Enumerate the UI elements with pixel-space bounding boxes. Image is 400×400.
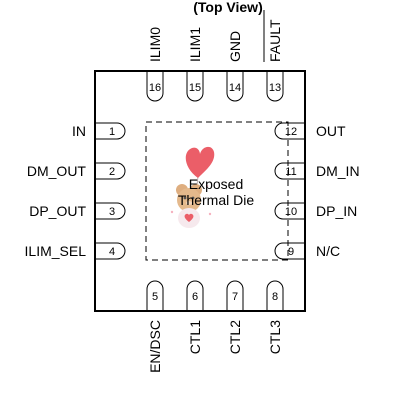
pin-pad <box>96 242 126 260</box>
pin-pad <box>96 122 126 140</box>
pin-pad <box>186 72 204 102</box>
pin-pad <box>186 280 204 310</box>
pin-pad <box>96 202 126 220</box>
pin-number: 16 <box>149 82 161 94</box>
pin-number: 6 <box>192 291 198 303</box>
pin-3: 3 DP_OUT <box>29 202 126 220</box>
pin-4: 4 ILIM_SEL <box>25 242 126 260</box>
pin-number: 1 <box>109 126 115 138</box>
view-label: (Top View) <box>193 0 262 15</box>
pin-name: OUT <box>316 123 346 139</box>
pin-number: 13 <box>269 82 281 94</box>
pin-name: GND <box>227 31 243 62</box>
pin-15: 15 ILIM1 <box>186 27 204 102</box>
pin-12: 12 OUT <box>274 122 346 140</box>
pin-number: 12 <box>285 126 297 138</box>
pin-name: CTL3 <box>267 320 283 354</box>
pin-1: 1 IN <box>72 122 126 140</box>
pin-name: DP_OUT <box>29 203 86 219</box>
pin-10: 10 DP_IN <box>274 202 357 220</box>
exposed-thermal-pad <box>145 121 289 261</box>
pin-pad <box>266 280 284 310</box>
pin-6: 6 CTL1 <box>186 280 204 354</box>
pin-pad <box>146 280 164 310</box>
pin-pad <box>274 122 304 140</box>
pin-number: 14 <box>229 82 241 94</box>
pin-7: 7 CTL2 <box>226 280 244 354</box>
pin-name: DM_OUT <box>27 163 87 179</box>
pin-pad <box>146 72 164 102</box>
pin-number: 9 <box>288 246 294 258</box>
pin-pad <box>274 202 304 220</box>
pin-pad <box>96 162 126 180</box>
exposed-pad-label-line-1: Exposed <box>189 176 243 192</box>
pin-name: ILIM1 <box>187 27 203 62</box>
pin-13: 13 FAULT <box>263 10 284 102</box>
pin-number: 4 <box>109 246 115 258</box>
pin-pad <box>266 72 284 102</box>
pin-pad <box>226 72 244 102</box>
pin-5: 5 EN/DSC <box>146 280 164 373</box>
pin-number: 5 <box>152 291 158 303</box>
pin-9: 9 N/C <box>274 242 340 260</box>
pin-2: 2 DM_OUT <box>27 162 126 180</box>
pin-11: 11 DM_IN <box>274 162 360 180</box>
pin-number: 3 <box>109 206 115 218</box>
pin-name: EN/DSC <box>147 320 163 373</box>
pin-pad <box>274 162 304 180</box>
package-outline <box>94 70 306 312</box>
pin-number: 8 <box>272 291 278 303</box>
pin-8: 8 CTL3 <box>266 280 284 354</box>
teddy-bear-with-heart-balloon-icon <box>170 146 215 228</box>
exposed-pad-label-line-2: Thermal Die <box>178 192 254 208</box>
pin-number: 11 <box>285 166 296 178</box>
pin-name: N/C <box>316 243 340 259</box>
pin-number: 7 <box>232 291 238 303</box>
pin-name: FAULT <box>267 19 283 62</box>
pin-name: ILIM0 <box>147 27 163 62</box>
pin-name: CTL2 <box>227 320 243 354</box>
pin-name: DP_IN <box>316 203 357 219</box>
pin-16: 16 ILIM0 <box>146 27 164 102</box>
pin-pad <box>226 280 244 310</box>
pin-pad <box>274 242 304 260</box>
pin-name: IN <box>72 123 86 139</box>
pin-14: 14 GND <box>226 31 244 102</box>
pin-number: 2 <box>109 166 115 178</box>
pin-number: 10 <box>285 206 297 218</box>
pin-name: CTL1 <box>187 320 203 354</box>
pin-name: ILIM_SEL <box>25 243 87 259</box>
pin-number: 15 <box>189 82 201 94</box>
pin-name: DM_IN <box>316 163 360 179</box>
